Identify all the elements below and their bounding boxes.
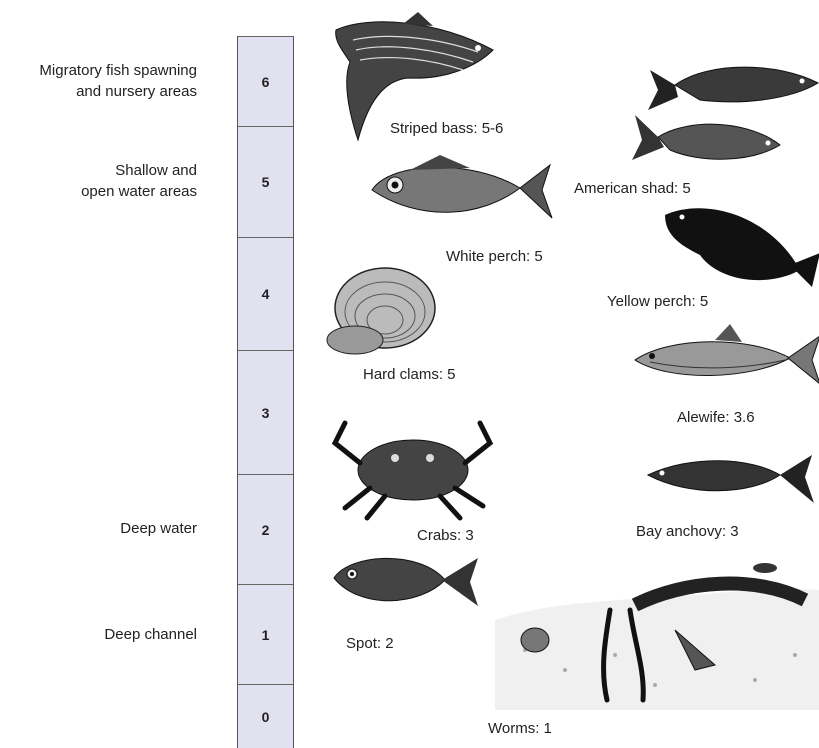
white-perch-illustration bbox=[360, 150, 555, 235]
zone-line: and nursery areas bbox=[39, 81, 197, 102]
zone-label-shallow: Shallow and open water areas bbox=[81, 160, 197, 202]
zone-label-migratory: Migratory fish spawning and nursery area… bbox=[39, 60, 197, 102]
scale-cell-1: 1 bbox=[238, 584, 293, 684]
scale-cell-4: 4 bbox=[238, 237, 293, 350]
label-worms: Worms: 1 bbox=[488, 720, 552, 737]
scale-value: 1 bbox=[262, 627, 270, 643]
scale-value: 2 bbox=[262, 522, 270, 538]
zone-line: open water areas bbox=[81, 181, 197, 202]
scale-value: 4 bbox=[262, 286, 270, 302]
zone-label-deep-channel: Deep channel bbox=[104, 624, 197, 645]
label-white-perch: White perch: 5 bbox=[446, 248, 543, 265]
label-yellow-perch: Yellow perch: 5 bbox=[607, 293, 708, 310]
scale-value: 3 bbox=[262, 405, 270, 421]
scale-cell-3: 3 bbox=[238, 350, 293, 474]
label-hard-clams: Hard clams: 5 bbox=[363, 366, 456, 383]
zone-line: Deep channel bbox=[104, 624, 197, 645]
bay-anchovy-illustration bbox=[640, 445, 815, 515]
alewife-illustration bbox=[630, 322, 819, 397]
scale-cell-0: 0 bbox=[238, 684, 293, 748]
scale-cell-6: 6 bbox=[238, 36, 293, 126]
scale-cell-5: 5 bbox=[238, 126, 293, 237]
depth-scale: 6 5 4 3 2 1 0 bbox=[237, 36, 294, 748]
label-spot: Spot: 2 bbox=[346, 635, 394, 652]
label-alewife: Alewife: 3.6 bbox=[677, 409, 755, 426]
zone-line: Shallow and bbox=[81, 160, 197, 181]
label-striped-bass: Striped bass: 5-6 bbox=[390, 120, 503, 137]
scale-value: 0 bbox=[262, 709, 270, 725]
label-american-shad: American shad: 5 bbox=[574, 180, 691, 197]
scale-value: 6 bbox=[262, 74, 270, 90]
scale-cell-2: 2 bbox=[238, 474, 293, 584]
crab-illustration bbox=[325, 418, 500, 523]
american-shad-illustration bbox=[630, 55, 819, 170]
spot-fish-illustration bbox=[330, 548, 480, 623]
scale-value: 5 bbox=[262, 174, 270, 190]
hard-clam-illustration bbox=[325, 260, 440, 360]
label-crabs: Crabs: 3 bbox=[417, 527, 474, 544]
zone-label-deep-water: Deep water bbox=[120, 518, 197, 539]
label-bay-anchovy: Bay anchovy: 3 bbox=[636, 523, 739, 540]
worms-illustration bbox=[495, 560, 819, 710]
zone-line: Deep water bbox=[120, 518, 197, 539]
yellow-perch-illustration bbox=[660, 195, 819, 300]
zone-line: Migratory fish spawning bbox=[39, 60, 197, 81]
